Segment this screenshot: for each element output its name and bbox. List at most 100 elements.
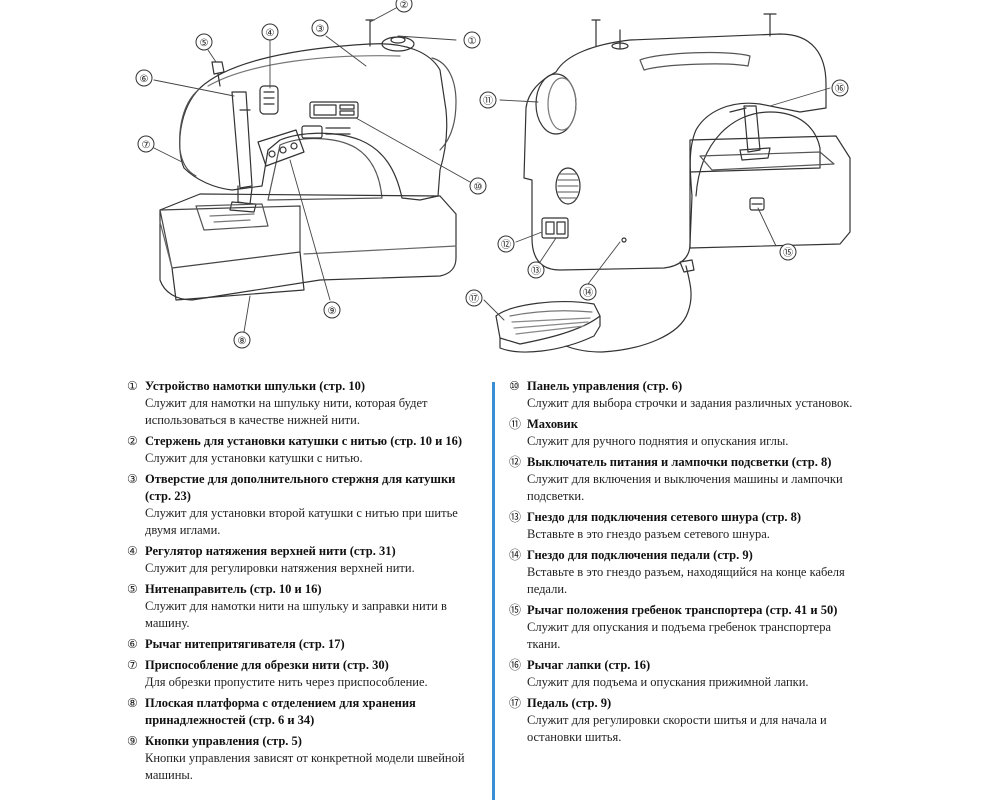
callout-2-label: ② [400, 0, 409, 11]
callout-7-label: ⑦ [142, 140, 151, 151]
parts-list-item: ⑨ Кнопки управления (стр. 5) Кнопки упра… [127, 733, 479, 784]
column-divider [492, 382, 495, 800]
item-number: ⑥ [127, 637, 138, 651]
callout-2 [395, 0, 413, 13]
callout-15 [779, 243, 797, 261]
item-number: ⑰ [509, 696, 522, 710]
item-title: Устройство намотки шпульки (стр. 10) [145, 379, 366, 393]
item-number: ⑯ [509, 658, 522, 672]
item-description: Служит для установки второй катушки с ни… [145, 506, 458, 537]
item-title: Кнопки управления (стр. 5) [145, 734, 302, 748]
parts-list-item: ⑥ Рычаг нитепритягивателя (стр. 17) [127, 636, 479, 653]
item-description: Вставьте в это гнездо разъем сетевого шн… [527, 527, 770, 541]
foot-controller [495, 259, 695, 353]
callout-15-label: ⑮ [783, 247, 793, 259]
callout-11-label: ⑪ [483, 95, 493, 107]
item-title: Рычаг лапки (стр. 16) [527, 658, 651, 672]
item-title: Нитенаправитель (стр. 10 и 16) [145, 582, 322, 596]
callout-10 [469, 177, 487, 195]
leader-lines [153, 7, 831, 333]
parts-list-item: ⑬ Гнездо для подключения сетевого шнура … [509, 509, 859, 543]
parts-list-item: ④ Регулятор натяжения верхней нити (стр.… [127, 543, 479, 577]
callout-4 [261, 23, 279, 41]
callout-12 [497, 235, 515, 253]
callout-10-label: ⑩ [474, 182, 483, 193]
item-title: Выключатель питания и лампочки подсветки… [527, 455, 832, 469]
callout-6 [135, 69, 153, 87]
item-number: ⑩ [509, 379, 520, 393]
item-description: Служит для регулировки скорости шитья и … [527, 713, 827, 744]
item-number: ⑨ [127, 734, 138, 748]
callout-9 [323, 301, 341, 319]
parts-list-item: ⑮ Рычаг положения гребенок транспортера … [509, 602, 859, 653]
callout-11 [479, 91, 497, 109]
callout-4-label: ④ [266, 28, 275, 39]
item-description: Служит для намотки на шпульку нити, кото… [145, 396, 428, 427]
callout-5-label: ⑤ [200, 38, 209, 49]
item-description: Служит для регулировки натяжения верхней… [145, 561, 415, 575]
item-number: ③ [127, 472, 138, 486]
callout-1-label: ① [468, 36, 477, 47]
callout-markers [135, 0, 849, 349]
item-description: Кнопки управления зависят от конкретной … [145, 751, 465, 782]
item-number: ⑤ [127, 582, 138, 596]
callout-8 [233, 331, 251, 349]
parts-list-item: ① Устройство намотки шпульки (стр. 10) С… [127, 378, 479, 429]
back-view-machine [523, 13, 851, 271]
item-number: ① [127, 379, 138, 393]
item-title: Гнездо для подключения педали (стр. 9) [527, 548, 753, 562]
item-description: Для обрезки пропустите нить через приспо… [145, 675, 428, 689]
item-title: Плоская платформа с отделением для хране… [145, 696, 416, 727]
item-description: Служит для намотки нити на шпульку и зап… [145, 599, 447, 630]
parts-list-item: ⑦ Приспособление для обрезки нити (стр. … [127, 657, 479, 691]
parts-list-item: ② Стержень для установки катушки с нитью… [127, 433, 479, 467]
item-title: Регулятор натяжения верхней нити (стр. 3… [145, 544, 396, 558]
item-title: Педаль (стр. 9) [527, 696, 612, 710]
item-title: Рычаг положения гребенок транспортера (с… [527, 603, 838, 617]
parts-list-item: ③ Отверстие для дополнительного стержня … [127, 471, 479, 539]
sewing-machine-diagram: ① ② ③ ④ ⑤ ⑥ ⑦ ⑧ ⑨ ⑩ ⑪ ⑫ ⑬ ⑭ ⑮ ⑯ ⑰ [135, 0, 851, 353]
callout-13 [527, 261, 545, 279]
item-number: ⑧ [127, 696, 138, 710]
callout-9-label: ⑨ [328, 306, 337, 317]
parts-list-item: ⑯ Рычаг лапки (стр. 16) Служит для подъе… [509, 657, 859, 691]
callout-7 [137, 135, 155, 153]
item-description: Служит для ручного поднятия и опускания … [527, 434, 789, 448]
item-title: Стержень для установки катушки с нитью (… [145, 434, 463, 448]
callout-13-label: ⑬ [531, 265, 541, 277]
callout-5 [195, 33, 213, 51]
parts-list-right: ⑩ Панель управления (стр. 6) Служит для … [509, 378, 859, 750]
callout-3-label: ③ [316, 24, 325, 35]
parts-list-item: ⑪ Маховик Служит для ручного поднятия и … [509, 416, 859, 450]
item-number: ⑫ [509, 455, 522, 469]
item-title: Отверстие для дополнительного стержня дл… [145, 472, 456, 503]
callout-17 [465, 289, 483, 307]
callout-6-label: ⑥ [140, 74, 149, 85]
callout-3 [311, 19, 329, 37]
parts-list-item: ⑫ Выключатель питания и лампочки подсвет… [509, 454, 859, 505]
item-number: ⑪ [509, 417, 522, 431]
item-title: Панель управления (стр. 6) [527, 379, 683, 393]
callout-14-label: ⑭ [583, 287, 593, 299]
item-number: ② [127, 434, 138, 448]
item-title: Маховик [527, 417, 578, 431]
item-description: Вставьте в это гнездо разъем, находящийс… [527, 565, 845, 596]
item-number: ⑭ [509, 548, 522, 562]
item-number: ⑮ [509, 603, 522, 617]
callout-14 [579, 283, 597, 301]
parts-list-item: ⑩ Панель управления (стр. 6) Служит для … [509, 378, 859, 412]
parts-list-item: ⑭ Гнездо для подключения педали (стр. 9)… [509, 547, 859, 598]
front-view-machine [159, 19, 457, 301]
item-title: Гнездо для подключения сетевого шнура (с… [527, 510, 802, 524]
parts-list-item: ⑰ Педаль (стр. 9) Служит для регулировки… [509, 695, 859, 746]
item-description: Служит для выбора строчки и задания разл… [527, 396, 853, 410]
item-number: ⑬ [509, 510, 522, 524]
callout-16 [831, 79, 849, 97]
item-title: Рычаг нитепритягивателя (стр. 17) [145, 637, 345, 651]
item-number: ④ [127, 544, 138, 558]
item-description: Служит для опускания и подъема гребенок … [527, 620, 832, 651]
item-description: Служит для подъема и опускания прижимной… [527, 675, 809, 689]
parts-list-left: ① Устройство намотки шпульки (стр. 10) С… [127, 378, 479, 788]
parts-list-item: ⑧ Плоская платформа с отделением для хра… [127, 695, 479, 729]
